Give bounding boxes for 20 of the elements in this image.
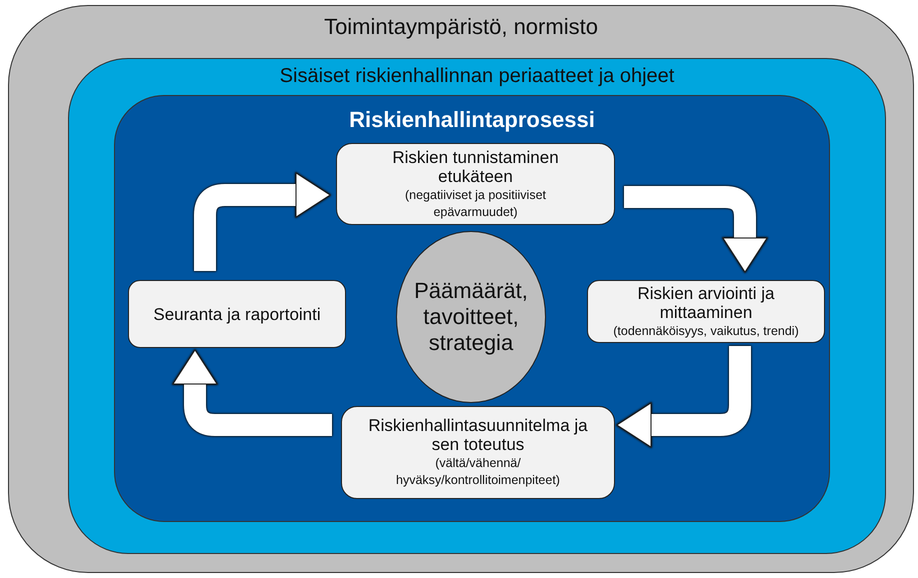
step-title: Seuranta ja raportointi — [153, 304, 321, 324]
process-box — [336, 143, 615, 225]
step-note: (todennäköisyys, vaikutus, trendi) — [613, 322, 799, 340]
bent-arrow — [624, 186, 768, 272]
section-title: Riskienhallintaprosessi — [348, 107, 596, 133]
section-title: Sisäiset riskienhallinnan periaatteet ja ohjeet — [278, 65, 676, 88]
section-title: Toimintaympäristö, normisto — [323, 14, 599, 40]
step-note: (negatiiviset ja positiiviset epävarmuudet) — [404, 186, 548, 220]
middle-band — [68, 58, 886, 554]
process-box — [587, 280, 825, 343]
process-box — [341, 406, 615, 499]
goal-text: Päämäärät, tavoitteet, strategia — [413, 278, 529, 356]
process-box — [128, 280, 346, 348]
outer-band — [8, 5, 914, 573]
bent-arrow — [172, 350, 332, 436]
step-title: Riskienhallintasuunnitelma ja sen toteutus — [367, 416, 589, 454]
step-title: Riskien tunnistaminen etukäteen — [391, 148, 560, 186]
process-panel — [114, 95, 830, 522]
step-title: Riskien arviointi ja mittaaminen — [636, 284, 776, 322]
step-note: (vältä/vähennä/ hyväksy/kontrollitoimenpiteet) — [395, 455, 561, 489]
